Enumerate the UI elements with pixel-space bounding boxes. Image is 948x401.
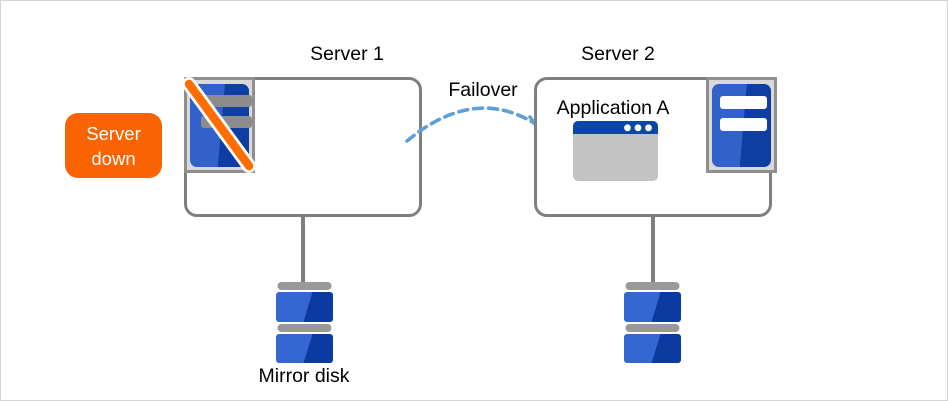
disk-cap-bar: [277, 282, 332, 290]
window-dot-2: [634, 124, 642, 132]
mirror-disk-label: Mirror disk: [258, 365, 350, 387]
server2-title: Server 2: [581, 43, 655, 65]
server-down-badge: Server down: [65, 113, 162, 178]
server-down-icon: [184, 77, 255, 173]
disk-platter-bottom: [624, 334, 681, 363]
server-icon: [706, 77, 777, 173]
application-label: Application A: [556, 97, 670, 119]
server1-disk-connector: [301, 215, 305, 284]
mirror-disk-icon-server2: [624, 282, 681, 363]
disk-middle-bar: [277, 324, 332, 332]
window-dot-3: [645, 124, 652, 132]
server-icon-stripe2: [720, 118, 767, 131]
window-body: [573, 121, 658, 181]
mirror-disk-icon-server1: [276, 282, 333, 363]
failover-arc: [405, 106, 536, 143]
disk-platter-top: [276, 292, 333, 322]
down-slash-icon: [184, 79, 254, 171]
application-window-icon: [573, 121, 658, 181]
disk-middle-bar: [625, 324, 680, 332]
disk-platter-bottom: [276, 334, 333, 363]
server-down-icon-stripe1: [201, 95, 252, 107]
server1-title: Server 1: [310, 43, 384, 65]
server-down-badge-line2: down: [91, 147, 136, 169]
disk-cap-bar: [625, 282, 680, 290]
server-icon-stripe1: [720, 96, 767, 109]
window-dot-1: [624, 124, 631, 132]
failover-label: Failover: [448, 79, 518, 101]
server2-disk-connector: [651, 215, 655, 284]
disk-platter-top: [624, 292, 681, 322]
server-down-badge-line1: Server: [86, 122, 141, 144]
